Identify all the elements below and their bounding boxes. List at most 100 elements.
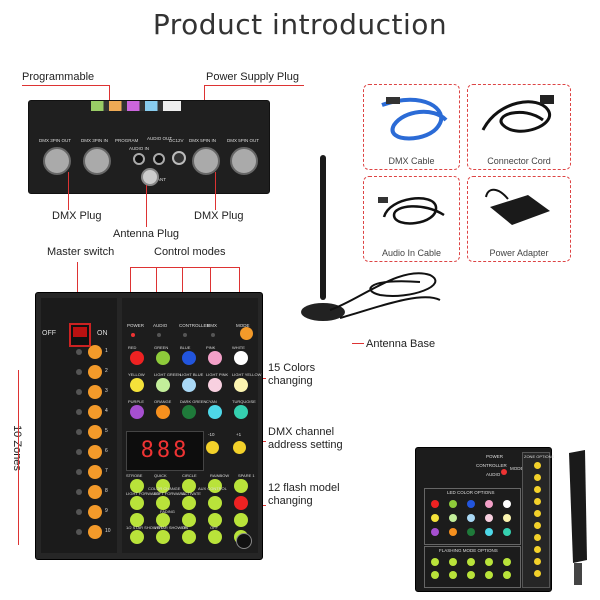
small-flash-dot (485, 571, 493, 579)
small-color-dot (449, 514, 457, 522)
color-button[interactable] (156, 378, 170, 392)
flash-button[interactable] (130, 513, 144, 527)
flash-label: AUX CONTROL (198, 486, 227, 491)
color-button[interactable] (130, 378, 144, 392)
zone-number: 7 (105, 468, 108, 474)
color-button[interactable] (208, 378, 222, 392)
flash-button[interactable] (156, 496, 170, 510)
color-label: LIGHT PINK (206, 372, 229, 377)
color-button[interactable] (130, 351, 144, 365)
zone-led (76, 369, 82, 375)
color-button[interactable] (182, 378, 196, 392)
master-switch-line (77, 262, 78, 317)
flash-button[interactable] (208, 496, 222, 510)
mode-led (211, 333, 215, 337)
small-zone-dot (534, 534, 541, 541)
color-button[interactable] (130, 405, 144, 419)
flash-button[interactable] (182, 479, 196, 493)
small-power-label: POWER (486, 454, 504, 459)
small-flash-dot (485, 558, 493, 566)
flash-button[interactable] (182, 513, 196, 527)
flash-button[interactable] (234, 479, 248, 493)
flash-button[interactable] (156, 479, 170, 493)
color-button[interactable] (156, 405, 170, 419)
flash-button[interactable] (182, 496, 196, 510)
small-color-dot (431, 528, 439, 536)
dmx-plug-right-line (215, 172, 216, 210)
zone-button[interactable] (88, 445, 102, 459)
zone-button[interactable] (88, 465, 102, 479)
color-button[interactable] (234, 405, 248, 419)
dmx-5pin-out-socket (230, 147, 258, 175)
zone-button[interactable] (88, 365, 102, 379)
dmx-cable-icon (381, 97, 448, 141)
zone-number: 2 (105, 368, 108, 374)
color-button[interactable] (234, 378, 248, 392)
adjust-plus-label: +1 (236, 432, 242, 437)
power-adapter-icon (485, 188, 550, 225)
mode-label: AUDIO (153, 323, 168, 328)
color-button[interactable] (156, 351, 170, 365)
plus-one-button[interactable] (233, 441, 246, 454)
mode-label: POWER (127, 323, 145, 328)
small-flash-dot (503, 571, 511, 579)
zone-number: 4 (105, 408, 108, 414)
accessory-caption: Connector Cord (487, 156, 551, 166)
color-button[interactable] (182, 351, 196, 365)
flash-modes-line1: 12 flash model (268, 482, 340, 494)
dmx-address-line2: address setting (268, 439, 343, 451)
flash-label: ACTIVATE (182, 491, 201, 496)
small-mode-label: MODE (510, 466, 524, 471)
small-flash-dot (467, 571, 475, 579)
color-button[interactable] (208, 351, 222, 365)
minus-ten-button[interactable] (206, 441, 219, 454)
top-buttons-strip (91, 101, 181, 111)
flash-button[interactable] (234, 496, 248, 510)
colors-label-line2: changing (268, 375, 313, 387)
ant-label: ANT (157, 177, 166, 182)
small-led-options: LED COLOR OPTIONS (424, 488, 521, 545)
color-label: YELLOW (128, 372, 145, 377)
color-label: GREEN (154, 345, 169, 350)
zone-button[interactable] (88, 505, 102, 519)
zone-button[interactable] (88, 425, 102, 439)
color-button[interactable] (234, 351, 248, 365)
flash-label: CIRCLE (182, 473, 197, 478)
zone-button[interactable] (88, 485, 102, 499)
mode-led (183, 333, 187, 337)
color-button[interactable] (208, 405, 222, 419)
small-zone-dot (534, 486, 541, 493)
flash-button[interactable] (156, 513, 170, 527)
flash-button[interactable] (208, 513, 222, 527)
audio-cable-icon (378, 197, 445, 225)
flash-button[interactable] (156, 530, 170, 544)
flash-button[interactable] (182, 530, 196, 544)
zone-button[interactable] (88, 405, 102, 419)
master-switch[interactable] (69, 323, 91, 347)
off-button[interactable] (236, 533, 252, 549)
color-label: PINK (206, 345, 216, 350)
flash-button[interactable] (130, 496, 144, 510)
dmx-plug-left-label: DMX Plug (52, 210, 102, 222)
flash-button[interactable] (208, 479, 222, 493)
flash-button[interactable] (130, 479, 144, 493)
flash-label: OFF (210, 525, 218, 530)
small-flash-title: FLASHING MODE OPTIONS (439, 548, 498, 553)
switch-off-label: OFF (42, 330, 56, 337)
small-flash-dot (431, 558, 439, 566)
small-color-dot (431, 500, 439, 508)
flash-button[interactable] (234, 513, 248, 527)
color-button[interactable] (182, 405, 196, 419)
zone-button[interactable] (88, 385, 102, 399)
zone-led (76, 349, 82, 355)
small-zone-title: ZONE OPTIONS (524, 454, 555, 459)
connector-cord-icon (481, 95, 554, 133)
flash-button[interactable] (208, 530, 222, 544)
small-antenna-image (563, 448, 591, 588)
flash-label: 1/2 STAR SHOWER (126, 525, 163, 530)
flash-label: LIGHT FORWARD (126, 491, 160, 496)
zone-button[interactable] (88, 525, 102, 539)
flash-button[interactable] (130, 530, 144, 544)
mode-button[interactable] (240, 327, 253, 340)
zone-button[interactable] (88, 345, 102, 359)
